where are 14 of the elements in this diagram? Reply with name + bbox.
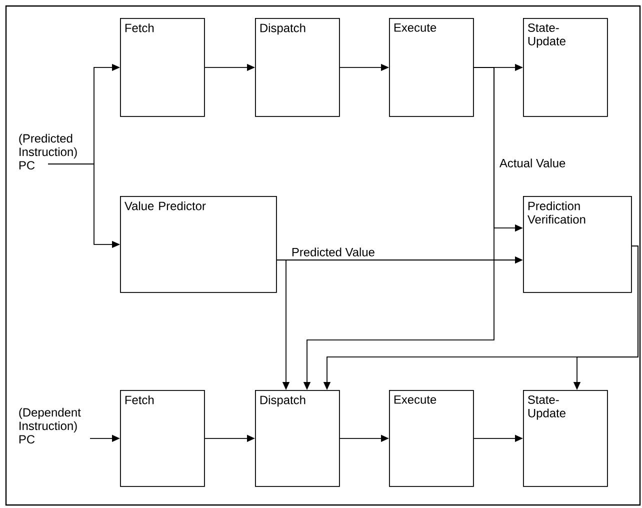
process-box: State-Update: [523, 390, 608, 487]
process-box: Execute: [389, 18, 474, 117]
edge-label: Predicted Value: [290, 246, 376, 258]
process-box: Dispatch: [255, 18, 340, 117]
input-label: (Dependent Instruction) PC: [19, 408, 81, 444]
process-box: Value Predictor: [120, 196, 277, 293]
edge-label: Actual Value: [498, 158, 567, 168]
process-box: Prediction Verification: [523, 196, 632, 293]
process-box: Dispatch: [255, 390, 340, 487]
input-label: (Predicted Instruction) PC: [19, 134, 77, 170]
process-box: Fetch: [120, 390, 205, 487]
process-box: State-Update: [523, 18, 608, 117]
process-box: Fetch: [120, 18, 205, 117]
process-box: Execute: [389, 390, 474, 487]
